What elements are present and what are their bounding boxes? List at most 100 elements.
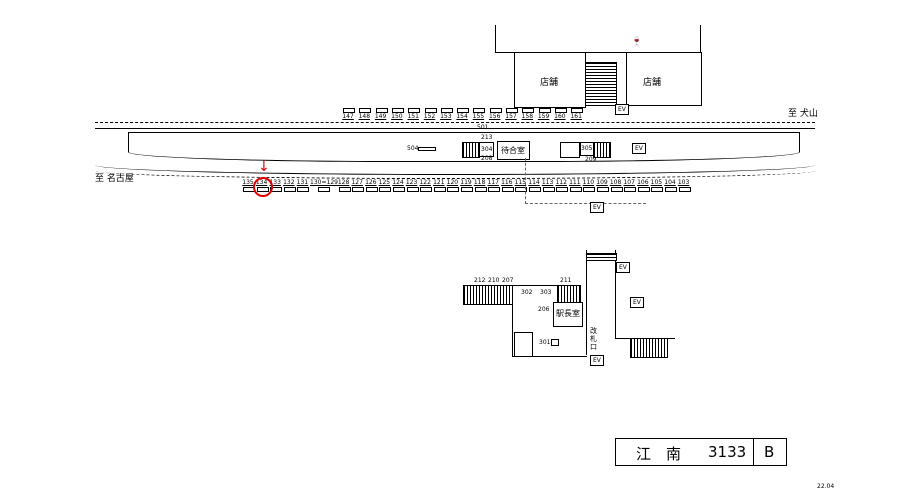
position-plate [393, 187, 405, 192]
position-plate [522, 108, 535, 113]
position-plate [569, 187, 582, 192]
concourse-wall [512, 303, 513, 356]
upper-building-wall-left [495, 25, 496, 52]
concourse-wall [463, 285, 580, 286]
concourse: EV EV 212 210 207 302 303 211 206 駅長室 30… [450, 245, 680, 375]
position-marker-circle [253, 177, 273, 197]
label-213: 213 [481, 134, 493, 141]
position-plate [318, 187, 330, 192]
station-name: 江 南 [636, 445, 682, 463]
position-plate [408, 108, 421, 113]
position-plate [420, 187, 433, 192]
concourse-wall [615, 250, 616, 338]
waiting-room: 待合室 [497, 141, 530, 160]
position-number: 135 [242, 179, 254, 186]
position-plate [610, 187, 623, 192]
label-208: 208 [481, 155, 493, 162]
position-plate [529, 187, 541, 192]
direction-inuyama: 至 犬山 [788, 109, 818, 119]
position-plate [440, 108, 453, 113]
concourse-wall [586, 250, 587, 355]
position-plate [338, 187, 351, 192]
position-number: 132 [283, 179, 295, 186]
position-number: 159 [537, 113, 550, 120]
position-number: 147 [342, 113, 354, 120]
shop-left: 店舗 [514, 52, 586, 108]
position-number: 115 [514, 179, 527, 186]
position-number: 155 [472, 113, 485, 120]
label-304: 304 [481, 146, 493, 153]
position-number: 128 [337, 179, 350, 186]
exit-letter: B [764, 443, 775, 461]
position-number: 158 [521, 113, 534, 120]
elevator-concourse-3: EV [590, 355, 604, 366]
position-number: 148 [358, 113, 371, 120]
position-number: 125 [378, 179, 391, 186]
label-207: 207 [502, 277, 514, 284]
wine-glass-icon: 🍷 [631, 37, 643, 47]
stairs-concourse-top [586, 253, 617, 261]
track-upper [95, 122, 815, 123]
elevator-ground: EV [590, 202, 604, 213]
position-number: 124 [392, 179, 404, 186]
label-206: 206 [538, 306, 550, 313]
position-plate [297, 187, 310, 192]
position-plate [542, 187, 555, 192]
position-plate [365, 187, 378, 192]
title-divider [753, 439, 754, 465]
position-plate [538, 108, 551, 113]
upper-building-wall-right [700, 25, 701, 52]
position-plate [343, 108, 355, 113]
label-504: 504 [407, 145, 419, 152]
position-plate [597, 187, 609, 192]
elevator-platform: EV [632, 143, 646, 154]
position-number: 118 [473, 179, 486, 186]
position-number: 114 [528, 179, 540, 186]
concourse-wall [512, 356, 587, 357]
ticket-gate-label: 改札口 [590, 327, 597, 351]
stairs-upper [585, 62, 617, 106]
station-office: 駅長室 [553, 302, 583, 327]
position-number: 111 [569, 179, 581, 186]
position-number: 107 [623, 179, 635, 186]
position-plate [515, 187, 528, 192]
position-plate [556, 187, 569, 192]
shop-right: 店舗 [626, 52, 702, 106]
position-number: 110 [582, 179, 595, 186]
position-number: 150 [391, 113, 403, 120]
position-number: 156 [488, 113, 501, 120]
label-501: 501 [477, 124, 489, 131]
position-plate [391, 108, 404, 113]
position-plate [571, 108, 584, 113]
title-block: 江 南 3133 B [615, 438, 787, 466]
position-plate [501, 187, 514, 192]
position-plate [424, 108, 437, 113]
position-plate [554, 108, 567, 113]
position-number: 131 [296, 179, 309, 186]
position-plate [488, 187, 501, 192]
position-plate [283, 187, 296, 192]
position-number: 106 [637, 179, 649, 186]
position-number: 113 [541, 179, 554, 186]
position-number: 151 [407, 113, 419, 120]
position-number: 160 [554, 113, 566, 120]
track-lower [95, 170, 815, 179]
position-plate [678, 187, 691, 192]
position-plate [665, 187, 677, 192]
position-plate [474, 187, 487, 192]
position-plate [447, 187, 460, 192]
label-301: 301 [539, 339, 551, 346]
equipment-305: 305 [580, 142, 594, 156]
shop-left-label: 店舗 [540, 78, 559, 88]
equipment-304: 304 [479, 142, 494, 157]
bench-504 [418, 147, 436, 151]
underground-passage-outline [525, 158, 646, 204]
position-plate [624, 187, 637, 192]
position-plate [359, 108, 372, 113]
position-plate [506, 108, 518, 113]
position-number: 117 [487, 179, 499, 186]
station-office-label: 駅長室 [556, 309, 580, 318]
stairs-platform-left [462, 142, 480, 158]
waiting-room-label: 待合室 [501, 146, 525, 155]
position-number: 154 [456, 113, 468, 120]
